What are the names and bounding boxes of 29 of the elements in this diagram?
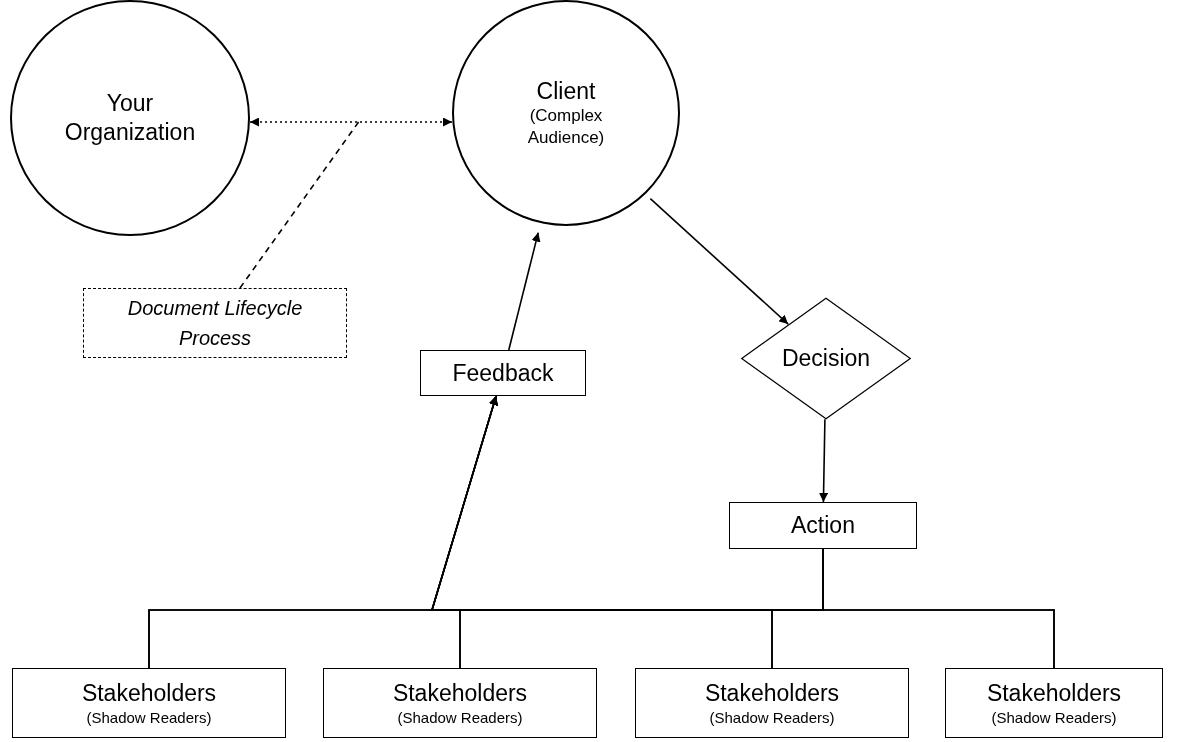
node-label: Your Organization (63, 89, 197, 147)
decision-diamond (740, 297, 912, 420)
process-box (12, 668, 286, 738)
node-label: Decision (781, 344, 871, 373)
node-sublabel: (Shadow Readers) (86, 707, 212, 728)
process-box (323, 668, 597, 738)
leader-line (239, 119, 361, 289)
process-box (945, 668, 1163, 738)
node-label: Stakeholders (81, 678, 217, 708)
process-box (635, 668, 909, 738)
node-label: Stakeholders (392, 678, 528, 708)
node-sublabel: (Shadow Readers) (397, 707, 523, 728)
node-sublabel: (Shadow Readers) (991, 707, 1117, 728)
node-sublabel: (Shadow Readers) (709, 707, 835, 728)
node-label: Stakeholders (704, 678, 840, 708)
arrow (430, 395, 1055, 669)
node-label: Feedback (452, 358, 554, 388)
node-sublabel: (Complex Audience) (526, 105, 606, 150)
node-label: Stakeholders (986, 678, 1122, 708)
arrow (819, 418, 829, 503)
node-label: Action (791, 511, 855, 540)
arrow (649, 197, 789, 325)
node-label: Client (536, 76, 596, 106)
process-box (729, 502, 917, 549)
arrow (507, 231, 541, 351)
arrow (249, 117, 453, 127)
node-label: Document Lifecycle Process (127, 296, 303, 351)
annotation-box (83, 288, 347, 358)
process-box (420, 350, 586, 396)
